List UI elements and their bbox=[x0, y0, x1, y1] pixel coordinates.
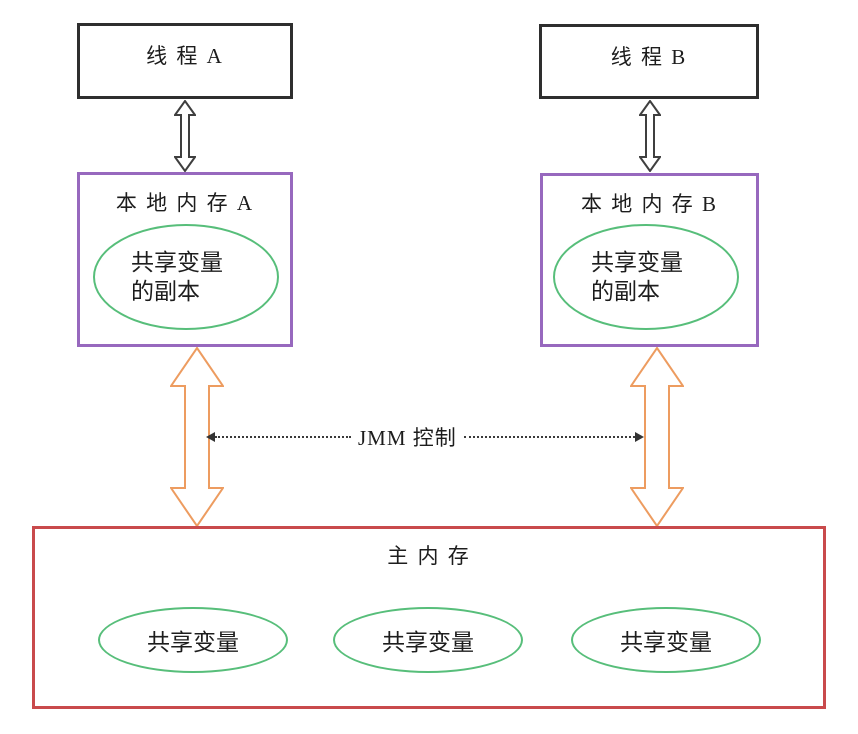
jmm-control-connector: JMM 控制 bbox=[206, 423, 644, 451]
main-memory-box: 主 内 存 bbox=[32, 526, 826, 709]
thread-a-local-a-double-arrow-icon bbox=[174, 100, 196, 172]
thread-b-local-b-double-arrow-icon bbox=[639, 100, 661, 172]
local-memory-a-box: 本 地 内 存 A bbox=[77, 172, 293, 347]
left-dotted-line bbox=[215, 436, 351, 438]
left-arrowhead-icon bbox=[206, 432, 215, 442]
shared-copy-a-ellipse: 共享变量 的副本 bbox=[93, 224, 279, 330]
thread-b-box: 线 程 B bbox=[539, 24, 759, 99]
main-memory-title: 主 内 存 bbox=[387, 544, 471, 568]
shared-copy-b-line2: 的副本 bbox=[591, 279, 660, 304]
thread-b-label: 线 程 B bbox=[610, 45, 688, 69]
thread-a-box: 线 程 A bbox=[77, 23, 293, 99]
jmm-control-label: JMM 控制 bbox=[358, 426, 457, 450]
shared-copy-a-line1: 共享变量 bbox=[131, 250, 223, 275]
shared-variable-ellipse-1: 共享变量 bbox=[98, 607, 288, 673]
shared-copy-b-line1: 共享变量 bbox=[591, 250, 683, 275]
shared-copy-b-ellipse: 共享变量 的副本 bbox=[553, 224, 739, 330]
shared-variable-3-label: 共享变量 bbox=[620, 630, 712, 655]
shared-variable-ellipse-3: 共享变量 bbox=[571, 607, 761, 673]
shared-variable-1-label: 共享变量 bbox=[147, 630, 239, 655]
right-arrowhead-icon bbox=[635, 432, 644, 442]
shared-copy-a-line2: 的副本 bbox=[131, 279, 200, 304]
local-memory-b-box: 本 地 内 存 B bbox=[540, 173, 759, 347]
thread-a-label: 线 程 A bbox=[146, 44, 224, 68]
right-dotted-line bbox=[463, 436, 635, 438]
local-memory-a-title: 本 地 内 存 A bbox=[115, 191, 255, 215]
shared-variable-2-label: 共享变量 bbox=[382, 630, 474, 655]
shared-variable-ellipse-2: 共享变量 bbox=[333, 607, 523, 673]
local-memory-b-title: 本 地 内 存 B bbox=[580, 192, 718, 216]
